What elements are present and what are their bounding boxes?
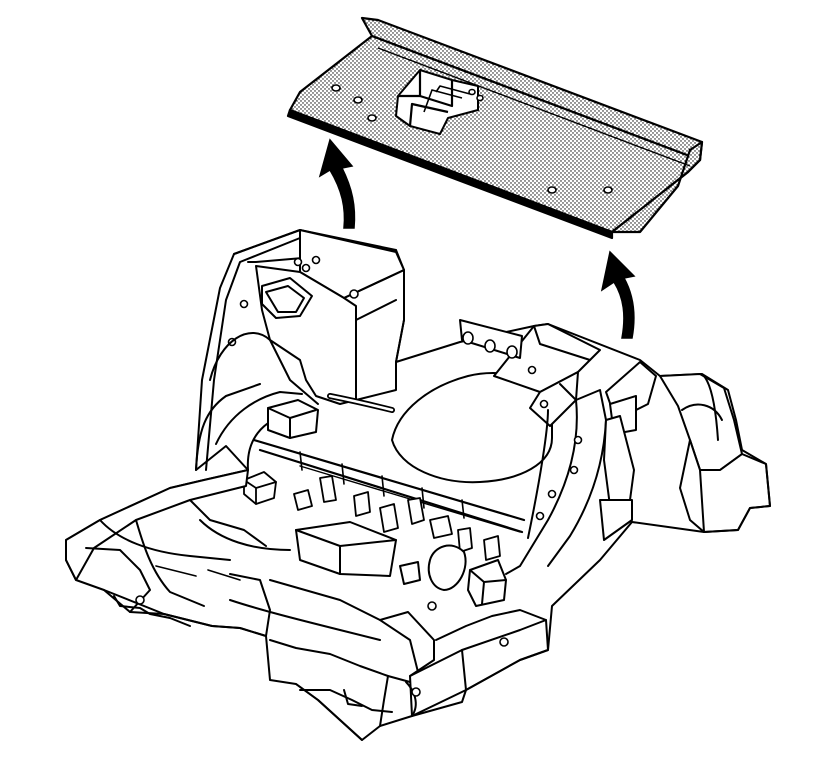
right-removal-arrow [600,250,636,339]
left-removal-arrow [318,138,356,229]
floor-panel-crossmember [286,16,704,240]
rear-floor-pan [65,229,771,741]
